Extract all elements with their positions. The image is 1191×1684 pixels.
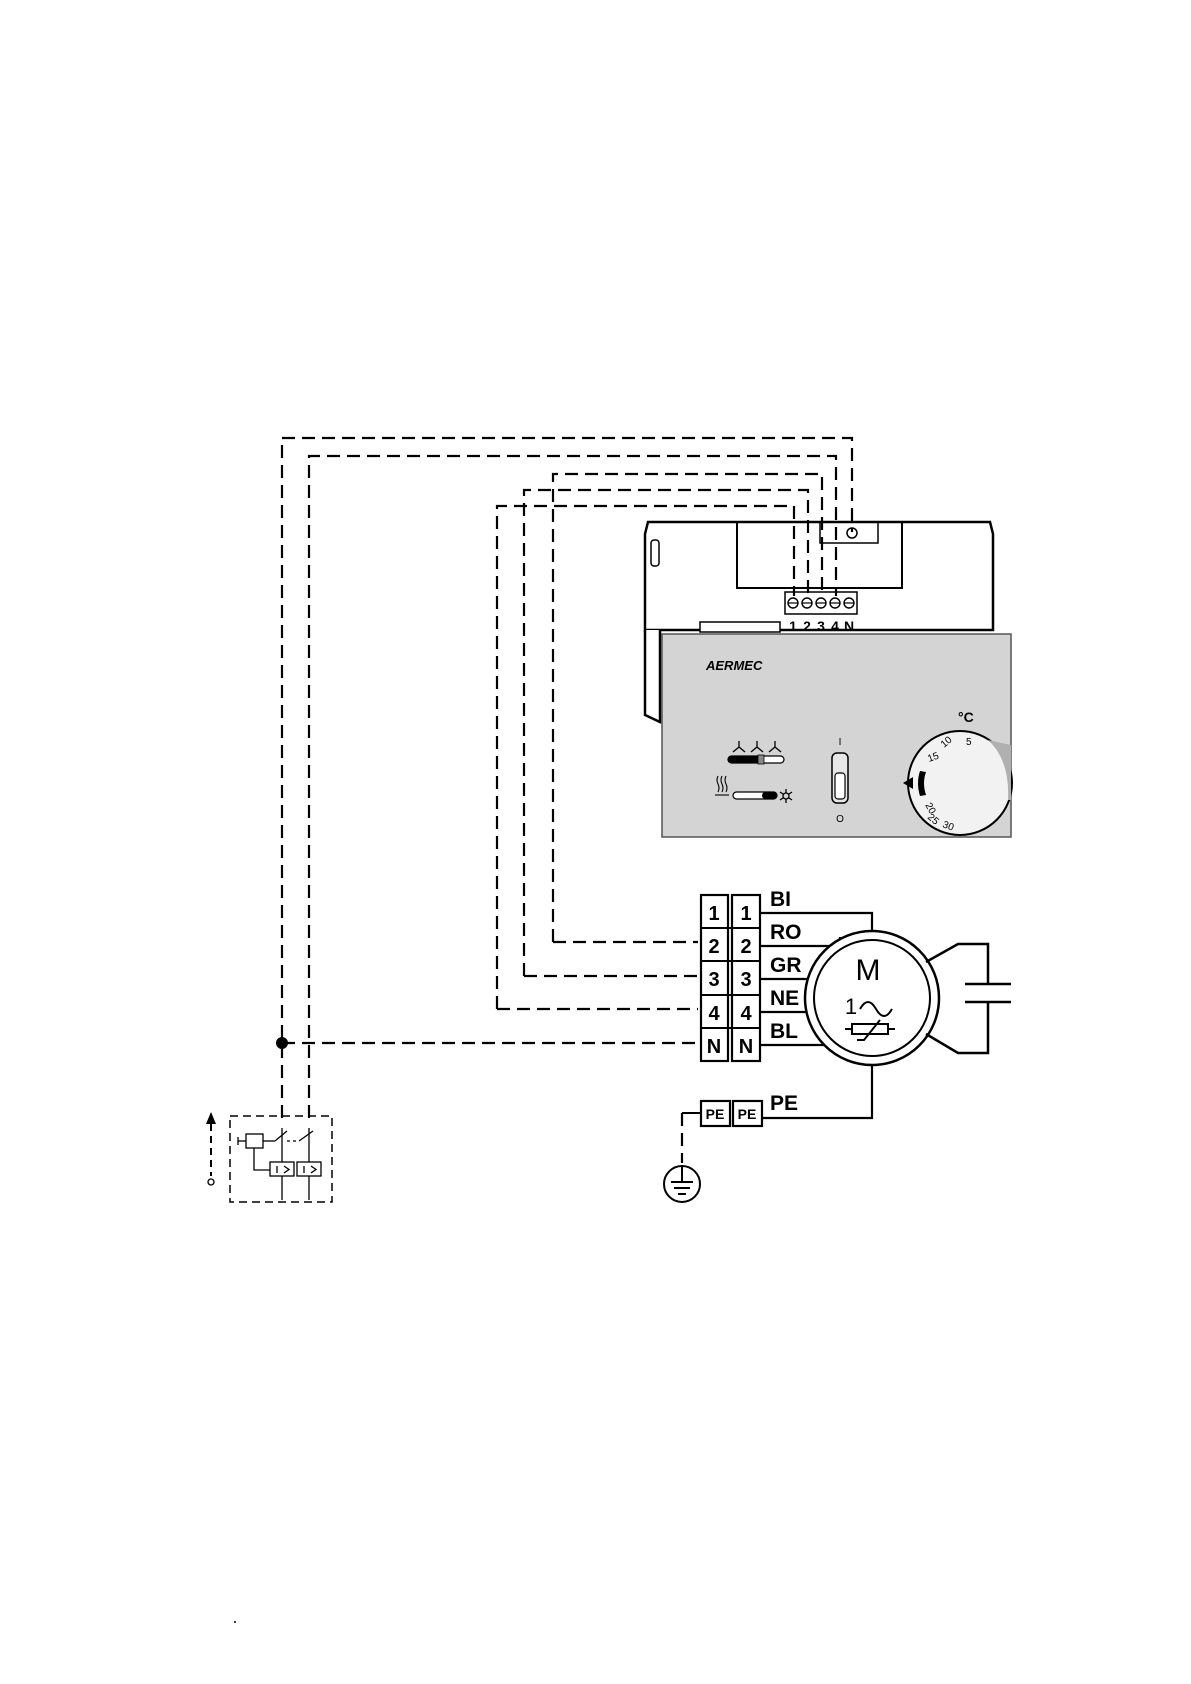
terminal-row-2: 2 2 [708, 936, 751, 958]
terminal-row-4: 4 4 [708, 1003, 752, 1025]
ground-terminal-right: PE [738, 1106, 757, 1122]
terminal-left-n: N [707, 1036, 721, 1058]
switch-off-label: O [836, 814, 844, 825]
wire-label-gr: GR [770, 954, 802, 977]
thermostat-front-panel: AERMEC [662, 634, 1012, 837]
terminal-left-3: 3 [708, 969, 719, 991]
terminal-right-1: 1 [740, 903, 751, 925]
terminal-label-4: 4 [831, 618, 839, 634]
junction-dot [276, 1037, 288, 1049]
terminal-row-n: N N [707, 1036, 753, 1058]
terminal-left-1: 1 [708, 903, 719, 925]
terminal-right-2: 2 [740, 936, 751, 958]
terminal-right-4: 4 [740, 1003, 752, 1025]
terminal-label-3: 3 [817, 618, 825, 634]
terminal-row-3: 3 3 [708, 969, 751, 991]
wire-label-ro: RO [770, 921, 802, 944]
dial-mark-5: 5 [966, 737, 972, 748]
wire-label-bi: BI [770, 888, 791, 911]
dial-unit: °C [958, 709, 974, 725]
wire-label-pe: PE [770, 1092, 798, 1115]
terminal-block: 1 1 2 2 3 3 4 4 N N [701, 895, 760, 1061]
earth-ground-icon [664, 1166, 700, 1202]
brand-logo: AERMEC [705, 658, 763, 673]
switch-on-label: I [839, 737, 842, 748]
wire-label-bl: BL [770, 1020, 798, 1043]
terminal-label-n: N [844, 618, 854, 634]
terminal-right-3: 3 [740, 969, 751, 991]
motor-phase: 1 [845, 994, 857, 1019]
wire-label-ne: NE [770, 987, 799, 1010]
ground-terminal-block: PE PE [701, 1101, 762, 1126]
terminal-left-4: 4 [708, 1003, 720, 1025]
terminal-label-1: 1 [789, 618, 797, 634]
motor-symbol: M 1 [805, 931, 939, 1065]
power-supply-arrow-icon [206, 1112, 216, 1185]
circuit-breaker [230, 1116, 332, 1202]
motor-letter: M [856, 954, 881, 987]
terminal-left-2: 2 [708, 936, 719, 958]
terminal-row-1: 1 1 [708, 903, 751, 925]
terminal-right-n: N [739, 1036, 753, 1058]
wire-color-labels: BI RO GR NE BL PE [770, 888, 802, 1115]
terminal-label-2: 2 [803, 618, 811, 634]
ground-terminal-left: PE [706, 1106, 725, 1122]
